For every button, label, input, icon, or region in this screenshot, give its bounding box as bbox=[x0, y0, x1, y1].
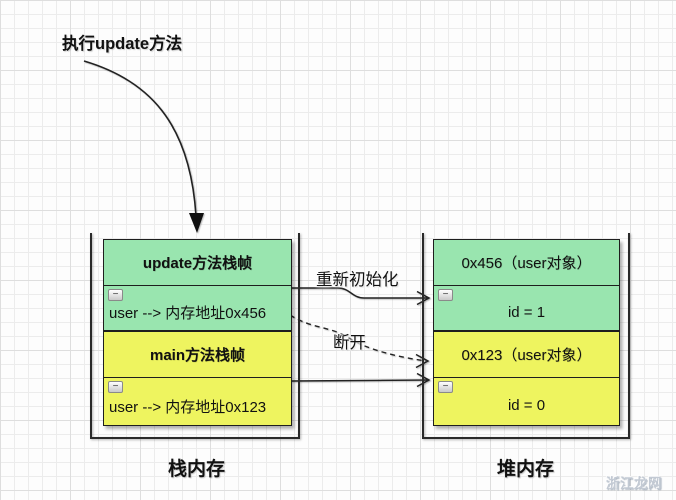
heap-object-0x456-field: id = 1 bbox=[507, 303, 546, 321]
stack-title: 栈内存 bbox=[167, 459, 225, 480]
stack-frame-update-row: − user --> 内存地址0x456 bbox=[104, 286, 291, 330]
heap-container bbox=[422, 233, 630, 439]
stack-frame-update: update方法栈帧 − user --> 内存地址0x456 bbox=[103, 239, 292, 331]
stack-frame-main: main方法栈帧 − user --> 内存地址0x123 bbox=[103, 331, 292, 426]
minus-glyph: − bbox=[442, 288, 449, 300]
heap-object-0x123-field: id = 0 bbox=[507, 397, 546, 414]
arrow-label-disconnect: 断开 bbox=[333, 334, 366, 352]
minus-glyph: − bbox=[442, 380, 449, 392]
collapse-icon[interactable]: − bbox=[108, 381, 123, 393]
main-ref-arrow bbox=[290, 379, 429, 382]
collapse-icon[interactable]: − bbox=[108, 289, 123, 301]
heap-object-0x456-header: 0x456（user对象） bbox=[434, 240, 619, 286]
heap-object-0x123-row: − id = 0 bbox=[434, 378, 619, 425]
heap-object-0x456: 0x456（user对象） − id = 1 bbox=[433, 239, 620, 331]
stack-frame-main-var: user --> 内存地址0x123 bbox=[109, 398, 267, 416]
annotation-execute-update: 执行update方法 bbox=[62, 35, 183, 53]
heap-object-0x123-header: 0x123（user对象） bbox=[434, 332, 619, 378]
execute-update-arrowhead bbox=[189, 213, 204, 233]
stack-frame-update-header: update方法栈帧 bbox=[104, 240, 291, 286]
stack-frame-main-header: main方法栈帧 bbox=[104, 332, 291, 378]
collapse-icon[interactable]: − bbox=[438, 381, 453, 393]
execute-update-arrow bbox=[83, 60, 197, 217]
heap-object-0x456-row: − id = 1 bbox=[434, 286, 619, 330]
stack-frame-main-row: − user --> 内存地址0x123 bbox=[104, 378, 291, 425]
arrow-label-reinit: 重新初始化 bbox=[316, 271, 399, 289]
stack-frame-update-var: user --> 内存地址0x456 bbox=[109, 305, 267, 322]
minus-glyph: − bbox=[112, 288, 119, 300]
heap-object-0x123: 0x123（user对象） − id = 0 bbox=[433, 331, 620, 426]
stack-container bbox=[90, 233, 300, 439]
collapse-icon[interactable]: − bbox=[438, 289, 453, 301]
watermark: 浙江龙网 bbox=[606, 476, 662, 491]
minus-glyph: − bbox=[112, 380, 119, 392]
heap-title: 堆内存 bbox=[496, 459, 554, 480]
